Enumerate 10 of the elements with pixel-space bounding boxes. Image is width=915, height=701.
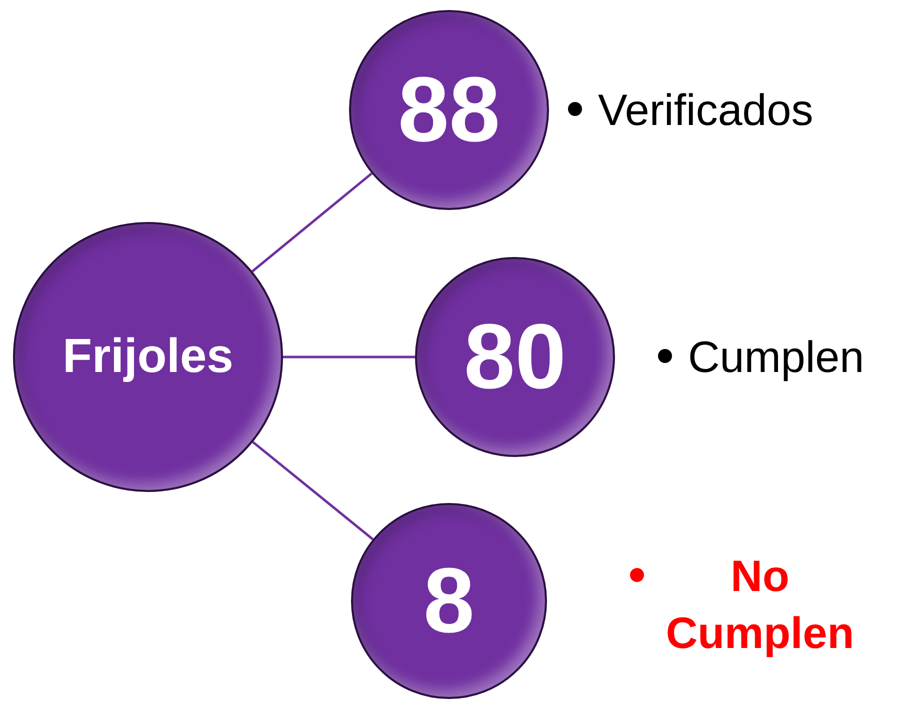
count-value: 80 bbox=[464, 311, 566, 403]
category-label: Frijoles bbox=[62, 333, 234, 381]
status-label: Verificados bbox=[598, 85, 814, 137]
connector-line bbox=[252, 441, 374, 540]
count-value: 8 bbox=[423, 555, 475, 647]
connector-line bbox=[252, 172, 372, 272]
count-value: 88 bbox=[398, 64, 500, 156]
connector-line bbox=[283, 356, 415, 358]
status-label: No Cumplen bbox=[664, 551, 856, 660]
status-label: Cumplen bbox=[688, 332, 864, 384]
